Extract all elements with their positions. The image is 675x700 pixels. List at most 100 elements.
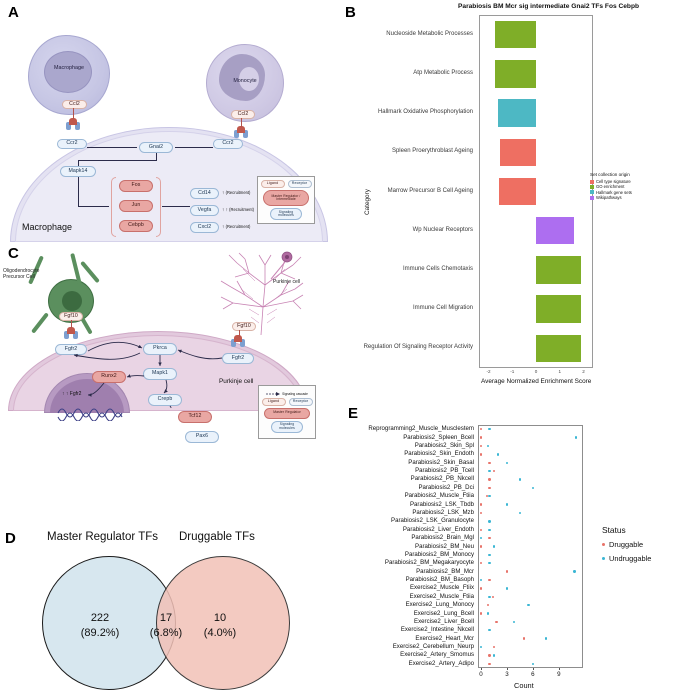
purkinje-neuron [215, 251, 305, 337]
category-label: Exercise2_Artery_Smomus [400, 651, 474, 659]
purkinje-dendrite-svg [220, 251, 304, 336]
category-label: Atp Metabolic Process [413, 69, 473, 76]
data-point-undruggable [479, 536, 483, 540]
x-tick-mark [532, 668, 534, 670]
data-point-druggable [488, 654, 491, 657]
category-label: Parabiosis2_BM_Megakaryocyte [384, 559, 474, 567]
category-label: Parabiosis2_Skin_Endoth [404, 450, 474, 458]
node-jun-label: Jun [131, 202, 141, 209]
legend-ligand-a-label: Ligand [266, 181, 279, 186]
category-label: Parabiosis2_LSK_Granulocyte [391, 517, 474, 525]
panel-b-label: B [345, 4, 356, 21]
receptor-icon-c-right [231, 335, 245, 347]
legend-item[interactable]: Cell type signature [590, 179, 631, 184]
node-runx2-label: Runx2 [101, 373, 117, 380]
legend-label: Cell type signature [596, 179, 631, 184]
data-point-undruggable [573, 570, 576, 573]
node-fgfr2-right: Fgfr2 [222, 353, 254, 364]
panel-d-label: D [5, 530, 16, 547]
category-label: Regulation Of Signaling Receptor Activit… [363, 344, 473, 351]
bar-wp-nuclear-receptors [536, 216, 575, 245]
vegfa-effect-text: (Recruitment) [229, 207, 254, 212]
node-tcf12-label: Tcf12 [188, 413, 202, 420]
vegfa-effect: ↑ ↑ (Recruitment) [222, 207, 254, 212]
category-label: Parabiosis2_Muscle_Ftiia [404, 492, 474, 500]
legend-swatch [590, 195, 594, 200]
legend-receptor-a-label: Receptor [291, 181, 308, 186]
data-point-druggable [488, 536, 491, 540]
panel-c-label: C [8, 245, 19, 262]
data-point-undruggable [488, 562, 491, 565]
legend-master-a-label: Master Regulator / Intermediate [271, 193, 301, 202]
receptor-icon-left [66, 118, 80, 130]
opc-cell-label: Oligodendrocyte Precursor Cell [3, 268, 40, 280]
venn-right-count-pct: (4.0%) [203, 626, 237, 639]
opc-cell [26, 252, 112, 335]
node-fgfr2-right-label: Fgfr2 [231, 354, 245, 361]
legend-item[interactable]: Wikipathways [590, 195, 622, 200]
legend-label: Wikipathways [596, 195, 622, 201]
node-nuclear-fgfr2-label: ↑ ↑ Fgfr2 [62, 391, 82, 397]
category-label: Parabiosis2_PB_Tcell [415, 467, 474, 475]
data-point-druggable [488, 486, 491, 490]
venn-right-count-value: 10 [213, 612, 227, 624]
x-tick-label: -1 [510, 369, 515, 374]
legend-item[interactable]: GO enrichment [590, 184, 624, 189]
venn-circle-right [156, 556, 290, 690]
category-label: Exercise2_Muscle_Ftiix [409, 584, 474, 592]
data-point-druggable [488, 478, 491, 481]
panel-b-legend-title: Set collection origin [590, 172, 630, 177]
node-pkrca: Pkrca [143, 343, 177, 355]
node-crepb-label: Crepb [157, 396, 173, 403]
x-tick-mark [506, 668, 508, 670]
ligand-ccl2-right-label: Ccl2 [237, 110, 249, 117]
category-label: Exercise2_Liver_Bcell [414, 617, 474, 625]
data-point-druggable [479, 453, 483, 456]
cd14-arrow: ↑ [222, 190, 225, 195]
legend-master-c: Master Regulator [264, 407, 310, 419]
macrophage-cell-label: Macrophage [54, 65, 84, 71]
legend-label: Druggable [609, 540, 644, 549]
ligand-fgf10-right-label: Fgf10 [237, 322, 251, 329]
data-point-undruggable [505, 503, 509, 506]
data-point-druggable [492, 469, 496, 473]
category-label: Parabiosis2_BM_Monocy [404, 550, 474, 558]
data-point-undruggable [505, 587, 509, 590]
panel-c-legend: Signaling cascade Ligand Receptor Master… [258, 385, 316, 439]
legend-dot [602, 557, 605, 560]
venn-center-count: 17 (6.8%) [136, 611, 196, 641]
arrow-mapk14-down [78, 177, 79, 207]
ligand-receptor-link-c-right [239, 330, 240, 337]
category-label: Hallmark Oxidative Phosphorylation [377, 109, 473, 116]
panel-e-legend-title: Status [602, 525, 626, 535]
cxcl2-arrow: ↑ [222, 224, 225, 229]
node-pax6-label: Pax6 [195, 433, 209, 440]
legend-item[interactable]: Hallmark gene sets [590, 190, 632, 195]
bar-hallmark-oxidative-phosphorylation [498, 99, 536, 127]
data-point-undruggable [488, 528, 491, 531]
legend-cascade-c-label: Signaling cascade [282, 391, 308, 396]
x-tick-label: 6 [531, 671, 535, 678]
legend-item[interactable]: Undruggable [602, 554, 651, 563]
node-fos-label: Fos [131, 182, 141, 189]
data-point-druggable [479, 612, 483, 615]
venn-circle-left [42, 556, 176, 690]
dna-squiggle [57, 408, 123, 421]
legend-item[interactable]: Druggable [602, 540, 643, 549]
x-tick-label: 2 [582, 369, 585, 374]
node-pax6: Pax6 [185, 431, 219, 443]
category-label: Spleen Proerythroblast Ageing [391, 148, 473, 155]
node-vegfa: Vegfa [190, 205, 219, 216]
legend-signaling-a-label: Signaling molecules [278, 209, 294, 218]
data-point-undruggable [479, 578, 483, 582]
legend-label: GO enrichment [596, 184, 625, 190]
category-label: Parabiosis2_Liver_Endoth [402, 525, 474, 533]
tf-group: Fos Jun Cebpb [111, 177, 161, 237]
category-label: Nucleoside Metabolic Processes [386, 30, 473, 37]
node-mapk1-label: Mapk1 [151, 370, 169, 377]
panel-e-label: E [348, 405, 359, 422]
legend-cascade-c: Signaling cascade [266, 391, 308, 396]
data-point-druggable [485, 495, 489, 498]
data-point-druggable [505, 570, 509, 573]
ligand-fgf10-right: Fgf10 [232, 322, 256, 331]
